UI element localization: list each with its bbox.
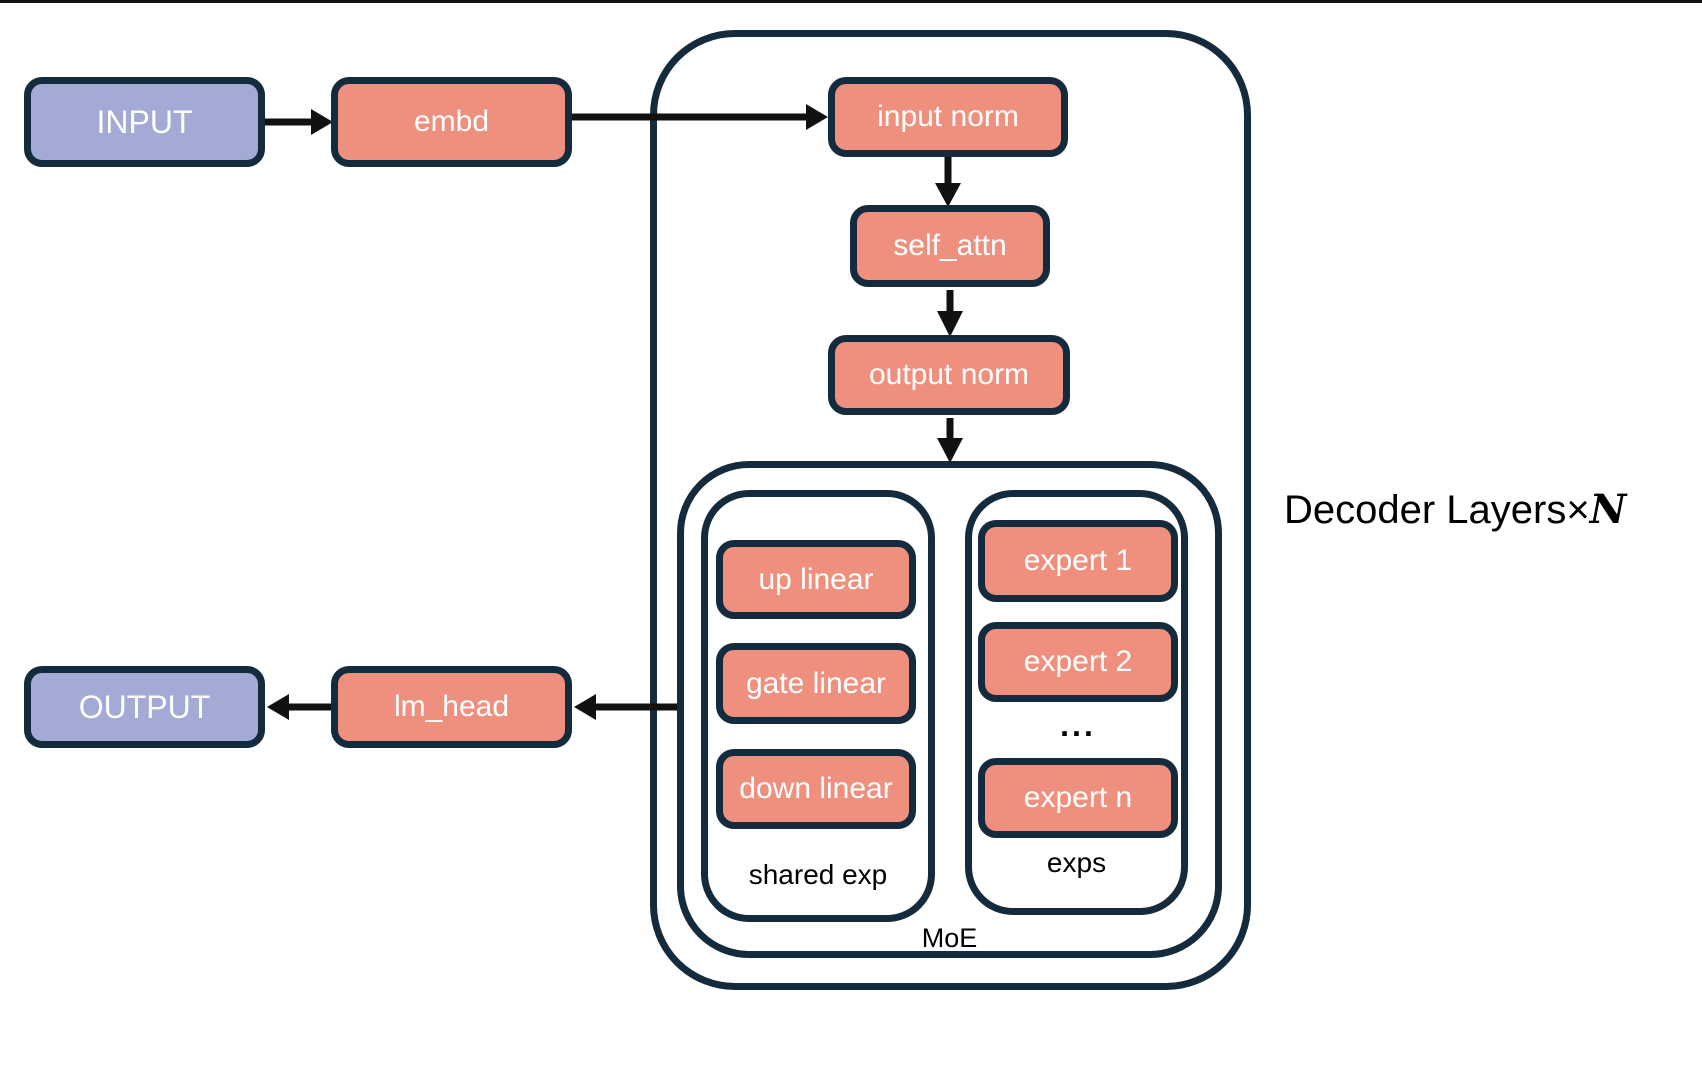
node-self-attn-label: self_attn — [893, 229, 1007, 262]
decoder-layers-n-symbol: N — [1589, 486, 1627, 533]
moe-container — [677, 461, 1222, 958]
shared-exp-caption: shared exp — [748, 859, 888, 890]
arrow-embd-to-input-norm — [572, 104, 828, 130]
shared-exp-container — [701, 490, 935, 922]
decoder-layers-container — [650, 30, 1251, 990]
node-up-linear-label: up linear — [758, 562, 874, 596]
node-self-attn: self_attn — [850, 205, 1050, 287]
node-up-linear: up linear — [716, 540, 916, 619]
exps-container — [965, 490, 1188, 915]
node-input-norm: input norm — [828, 77, 1068, 157]
node-expert-2: expert 2 — [978, 622, 1178, 702]
node-down-linear-label: down linear — [739, 772, 893, 805]
node-lm-head: lm_head — [331, 666, 572, 748]
node-embd: embd — [331, 77, 572, 167]
node-expert-n: expert n — [978, 758, 1178, 838]
node-output-norm-label: output norm — [868, 358, 1030, 391]
top-border-line — [0, 0, 1702, 3]
node-output-norm: output norm — [828, 335, 1070, 415]
node-output-label: OUTPUT — [78, 688, 211, 725]
decoder-layers-title: Decoder Layers×N — [1284, 486, 1626, 533]
node-expert-1: expert 1 — [978, 520, 1178, 602]
arrow-lm-head-to-output — [267, 694, 331, 720]
node-lm-head-label: lm_head — [393, 690, 510, 723]
node-expert-1-label: expert 1 — [1023, 544, 1133, 577]
node-output: OUTPUT — [24, 666, 265, 748]
node-gate-linear-label: gate linear — [745, 666, 887, 700]
decoder-layers-title-text: Decoder Layers× — [1284, 488, 1590, 532]
experts-ellipsis: ... — [1060, 707, 1096, 743]
node-gate-linear: gate linear — [716, 643, 916, 724]
moe-caption: MoE — [921, 923, 978, 953]
node-expert-2-label: expert 2 — [1023, 645, 1133, 678]
arrow-self-attn-to-output-norm — [937, 290, 963, 337]
node-input-norm-label: input norm — [877, 100, 1019, 133]
node-embd-label: embd — [413, 105, 490, 138]
arrow-moe-to-lm-head — [574, 694, 677, 720]
arrow-output-norm-to-moe — [937, 418, 963, 463]
node-down-linear: down linear — [716, 749, 916, 829]
arrow-input-to-embd — [265, 109, 333, 135]
node-expert-n-label: expert n — [1023, 781, 1133, 814]
node-input: INPUT — [24, 77, 265, 167]
exps-caption: exps — [1046, 847, 1107, 878]
arrow-input-norm-to-self-attn — [935, 157, 961, 207]
node-input-label: INPUT — [96, 103, 193, 140]
